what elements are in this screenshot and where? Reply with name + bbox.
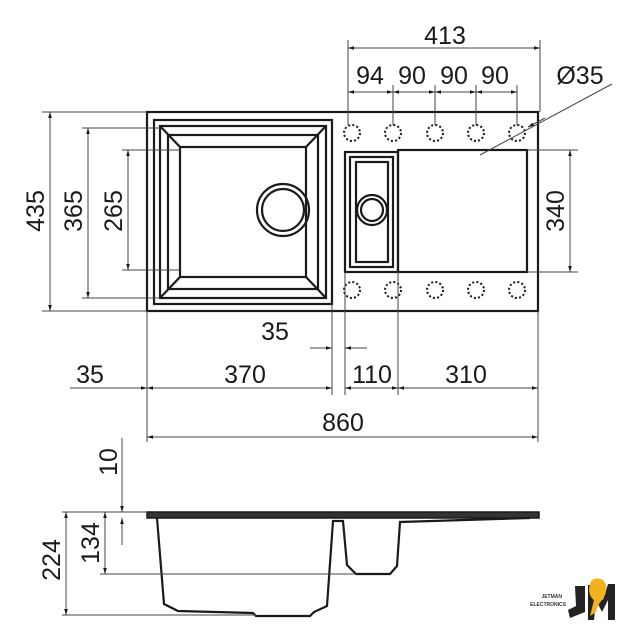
- dim-35-left: 35: [76, 361, 104, 389]
- dim-435: 435: [22, 190, 50, 232]
- small-drain-icon: [355, 193, 389, 227]
- dim-340: 340: [542, 190, 570, 232]
- rim-profile: [146, 511, 540, 519]
- side-view: [62, 438, 540, 618]
- dim-90c: 90: [481, 62, 509, 90]
- main-drain-icon: [255, 182, 311, 238]
- dim-224: 224: [38, 539, 66, 581]
- dimension-lines: [42, 40, 613, 442]
- dim-diameter: Ø35: [556, 62, 603, 90]
- dimension-labels: 413 94 90 90 90 Ø35 435 365 265 340 35 3…: [22, 22, 604, 581]
- dim-860: 860: [322, 409, 364, 437]
- drainer-board: [396, 148, 529, 274]
- dim-265: 265: [100, 190, 128, 232]
- logo-line2: ELECTRONICS: [530, 602, 567, 608]
- dim-94: 94: [356, 62, 384, 90]
- sink-outline: [145, 110, 540, 313]
- dim-413: 413: [424, 22, 466, 50]
- dim-110: 110: [352, 361, 392, 389]
- dim-365: 365: [60, 190, 88, 232]
- jetman-logo: JETMAN ELECTRONICS: [530, 578, 615, 620]
- tap-holes: [343, 124, 526, 299]
- small-bowl: [343, 150, 400, 274]
- dim-134: 134: [77, 522, 105, 564]
- dim-370: 370: [224, 361, 266, 389]
- main-bowl: [152, 118, 334, 306]
- dim-90a: 90: [398, 62, 426, 90]
- top-view: [145, 110, 540, 313]
- diameter-leader: [479, 83, 613, 156]
- dim-310: 310: [445, 361, 487, 389]
- dim-10: 10: [95, 448, 123, 476]
- logo-line1: JETMAN: [541, 594, 562, 600]
- dim-90b: 90: [440, 62, 468, 90]
- dim-35-gap: 35: [261, 318, 289, 346]
